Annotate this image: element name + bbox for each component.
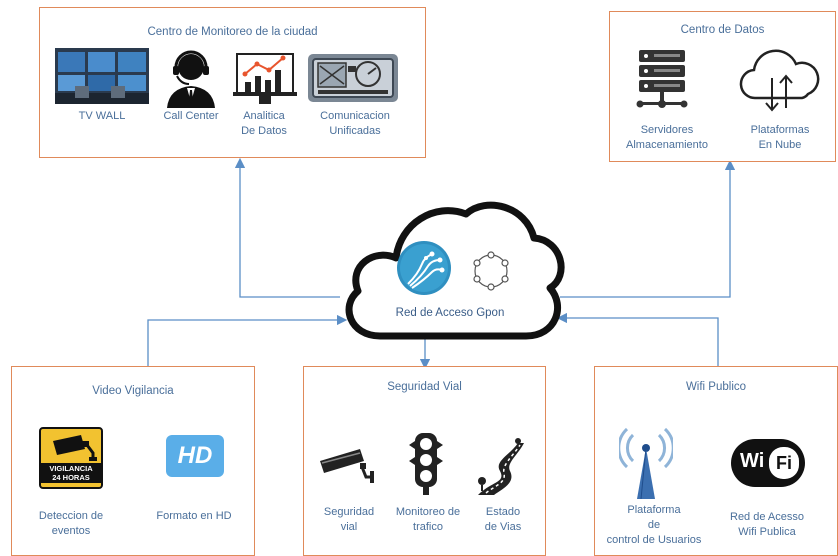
road-status-label: Estado de Vias (468, 505, 538, 535)
road-icon (472, 437, 528, 502)
user-control-line1: Plataforma (627, 504, 681, 516)
tv-wall-label: TV WALL (78, 110, 126, 122)
analytics-label: Analitica De Datos (228, 109, 300, 139)
servers-label-line2: Almacenamiento (626, 139, 708, 151)
sign-text-line2: 24 HORAS (52, 473, 90, 482)
traffic-light-icon (409, 433, 443, 500)
hd-icon-text: HD (177, 442, 213, 469)
public-wifi-network-line2: Wifi Publica (738, 526, 796, 538)
unified-comm-label-line1: Comunicacion (320, 110, 390, 122)
network-label: Red de Acceso Gpon (395, 307, 505, 319)
network-cloud (330, 196, 570, 351)
arrow-to-monitoring-center (234, 157, 340, 298)
servers-label-line1: Servidores (640, 124, 694, 136)
user-control-platform-label: Plataforma de control de Usuarios (595, 503, 713, 548)
hd-icon: HD (166, 435, 224, 477)
user-control-line2: de (647, 519, 661, 531)
surveillance-sign-icon: VIGILANCIA 24 HORAS (39, 427, 103, 489)
monitoring-center-title: Centro de Monitoreo de la ciudad (147, 26, 318, 38)
road-safety-label-line1: Seguridad (323, 506, 375, 518)
unified-comm-label-line2: Unificadas (329, 125, 381, 137)
public-wifi-box: Wifi Publico Plataforma de control de Us… (594, 366, 838, 556)
cloud-platforms-label-line2: En Nube (758, 139, 802, 151)
event-detection-label: Deteccion de eventos (21, 509, 121, 539)
call-center-label: Call Center (163, 110, 219, 122)
user-control-line3: control de Usuarios (606, 534, 702, 546)
cloud-platforms-label: Plataformas En Nube (734, 123, 826, 153)
video-surveillance-box: Video Vigilancia VIGILANCIA 24 HORAS Det… (11, 366, 255, 556)
arrow-to-data-center (560, 159, 736, 298)
video-surveillance-title: Video Vigilancia (92, 385, 174, 397)
road-safety-box: Seguridad Vial Seguridad vial Monitoreo … (303, 366, 546, 556)
traffic-monitoring-line1: Monitoreo de (395, 506, 461, 518)
analytics-label-line1: Analitica (243, 110, 285, 122)
antenna-tower-icon (617, 423, 675, 506)
wifi-logo-fi-text: Fi (776, 452, 792, 473)
monitoring-center-box: Centro de Monitoreo de la ciudad TV WALL (39, 7, 426, 158)
wifi-logo-wi-text: Wi (740, 450, 765, 472)
road-safety-label-line2: vial (340, 521, 358, 533)
analytics-label-line2: De Datos (241, 125, 287, 137)
public-wifi-title: Wifi Publico (685, 381, 747, 393)
server-rack-icon (636, 48, 688, 119)
analytics-chart-icon (233, 48, 297, 113)
public-wifi-network-line1: Red de Acesso (730, 511, 804, 523)
tv-wall-icon (55, 48, 149, 109)
unified-communications-icon (308, 54, 398, 109)
road-status-line1: Estado (485, 506, 521, 518)
arrow-from-video-surveillance (147, 314, 348, 366)
road-safety-title: Seguridad Vial (387, 381, 462, 393)
sign-text-line1: VIGILANCIA (49, 464, 93, 473)
road-safety-label: Seguridad vial (314, 505, 384, 535)
data-center-title: Centro de Datos (680, 24, 765, 36)
cloud-platforms-label-line1: Plataformas (750, 124, 810, 136)
public-wifi-network-label: Red de Acesso Wifi Publica (717, 510, 817, 540)
security-camera-icon (316, 445, 376, 490)
arrow-from-public-wifi (556, 312, 719, 366)
road-status-line2: de Vias (484, 521, 522, 533)
ring-topology-icon (466, 246, 516, 301)
fiber-optic-icon (396, 240, 452, 301)
hd-format-label: Formato en HD (156, 510, 232, 522)
traffic-monitoring-line2: trafico (413, 521, 443, 533)
call-center-agent-icon (161, 48, 221, 113)
data-center-box: Centro de Datos Servidores Almacenamient… (609, 11, 836, 162)
event-detection-line2: eventos (51, 525, 91, 537)
cloud-upload-download-icon (734, 48, 826, 117)
traffic-monitoring-label: Monitoreo de trafico (388, 505, 468, 535)
wifi-logo-icon: Wi Fi (731, 439, 805, 487)
unified-communications-label: Comunicacion Unificadas (312, 109, 398, 139)
event-detection-line1: Deteccion de (38, 510, 104, 522)
servers-label: Servidores Almacenamiento (617, 123, 717, 153)
